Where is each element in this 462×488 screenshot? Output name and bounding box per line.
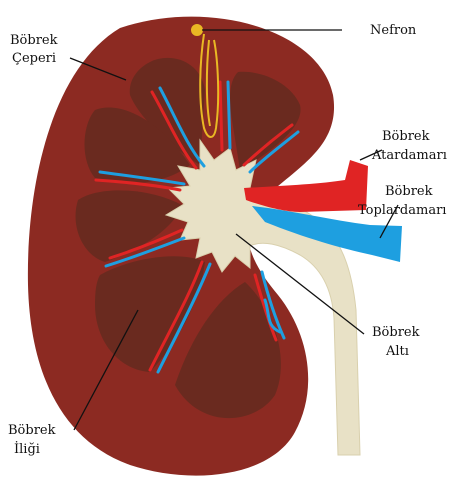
label-cortex: Böbrek Çeperi (10, 33, 62, 66)
label-artery: Böbrek Atardamarı (371, 129, 447, 163)
artery-branch (220, 82, 222, 150)
label-pelvis-line2: Altı (385, 344, 409, 359)
label-medulla-line2: İliği (14, 440, 40, 457)
label-artery-line1: Böbrek (382, 129, 430, 144)
label-pelvis: Böbrek Altı (372, 325, 424, 359)
label-pelvis-line1: Böbrek (372, 325, 420, 340)
glomerulus (192, 25, 202, 35)
label-cortex-line1: Böbrek (10, 33, 58, 48)
label-vein-line1: Böbrek (385, 184, 433, 199)
label-medulla: Böbrek İliği (8, 423, 60, 457)
label-nefron: Nefron (370, 23, 417, 38)
vein-branch (228, 82, 230, 148)
label-cortex-line2: Çeperi (12, 51, 56, 66)
label-artery-line2: Atardamarı (371, 148, 447, 163)
label-vein-line2: Toplardamarı (358, 203, 446, 218)
label-vein: Böbrek Toplardamarı (358, 184, 446, 218)
label-medulla-line1: Böbrek (8, 423, 56, 438)
